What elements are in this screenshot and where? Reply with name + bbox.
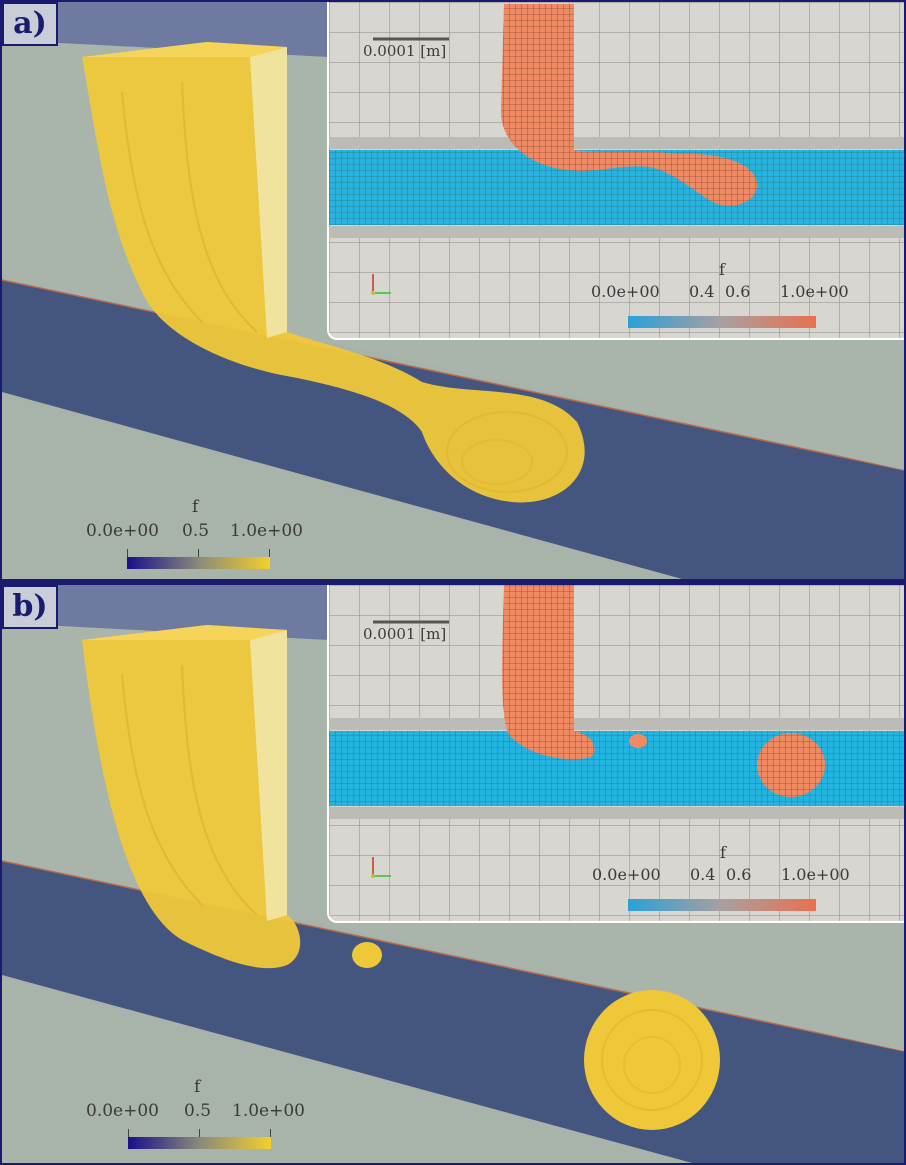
colorbar-title: f: [194, 1077, 201, 1097]
inset-colorbar-tick-min: 0.0e+00: [592, 865, 661, 884]
main-colorbar: f 0.0e+00 0.5 1.0e+00: [86, 1077, 305, 1157]
inset-colorbar-title: f: [719, 260, 725, 279]
inset-colorbar-gradient: [628, 316, 816, 328]
panel-a: a) f 0.0e+00 0.5 1.0e+00: [2, 2, 904, 579]
panel-label: b): [2, 585, 58, 629]
scale-bar-label: 0.0001 [m]: [363, 42, 447, 60]
colorbar-tick-mid: 0.5: [184, 1101, 212, 1121]
inset-mesh-a: [329, 2, 904, 338]
colorbar-gradient: [127, 557, 270, 569]
colorbar-tick-min: 0.0e+00: [86, 1101, 159, 1121]
scene-3d-b: [2, 585, 904, 1163]
inset-colorbar-tick-max: 1.0e+00: [780, 282, 849, 301]
inset-colorbar-tick-max: 1.0e+00: [781, 865, 850, 884]
floor-lower: [2, 977, 692, 1163]
inset-mesh-view: 0.0001 [m] f 0.0e+00 0.4 0.6 1.0e+00: [327, 585, 904, 923]
inset-mesh-view: 0.0001 [m] f 0.0e+00 0.4 0.6 1.0e+00: [327, 2, 904, 340]
inset-colorbar-tick-low: 0.4: [690, 865, 716, 884]
inset-colorbar-tick-high: 0.6: [725, 282, 751, 301]
inset-colorbar: f 0.0e+00 0.4 0.6 1.0e+00: [591, 260, 849, 338]
panel-label: a): [2, 2, 58, 46]
colorbar-tick-mid: 0.5: [182, 521, 210, 541]
inset-colorbar-tick-low: 0.4: [689, 282, 715, 301]
floor-lower: [2, 394, 682, 579]
colorbar-tick-max: 1.0e+00: [232, 1101, 305, 1121]
inset-colorbar-tick-high: 0.6: [726, 865, 752, 884]
main-colorbar: f 0.0e+00 0.5 1.0e+00: [86, 497, 303, 577]
colorbar-title: f: [192, 497, 199, 517]
inset-colorbar-tick-min: 0.0e+00: [591, 282, 660, 301]
back-wall: [2, 2, 327, 57]
back-wall: [2, 585, 327, 640]
fluid-interface: [82, 625, 720, 1130]
panel-b: b) f 0.0e+00 0.5 1.0e+00 0.0001 [m]: [2, 585, 904, 1163]
colorbar-tick-max: 1.0e+00: [230, 521, 303, 541]
inset-colorbar: f 0.0e+00 0.4 0.6 1.0e+00: [592, 843, 850, 921]
inset-mesh-b: [329, 585, 904, 921]
scale-bar-label: 0.0001 [m]: [363, 625, 447, 643]
scene-3d-a: [2, 2, 904, 579]
colorbar-gradient: [128, 1137, 271, 1149]
inset-colorbar-gradient: [628, 899, 816, 911]
fluid-interface: [82, 42, 585, 503]
inset-colorbar-title: f: [720, 843, 726, 862]
colorbar-tick-min: 0.0e+00: [86, 521, 159, 541]
